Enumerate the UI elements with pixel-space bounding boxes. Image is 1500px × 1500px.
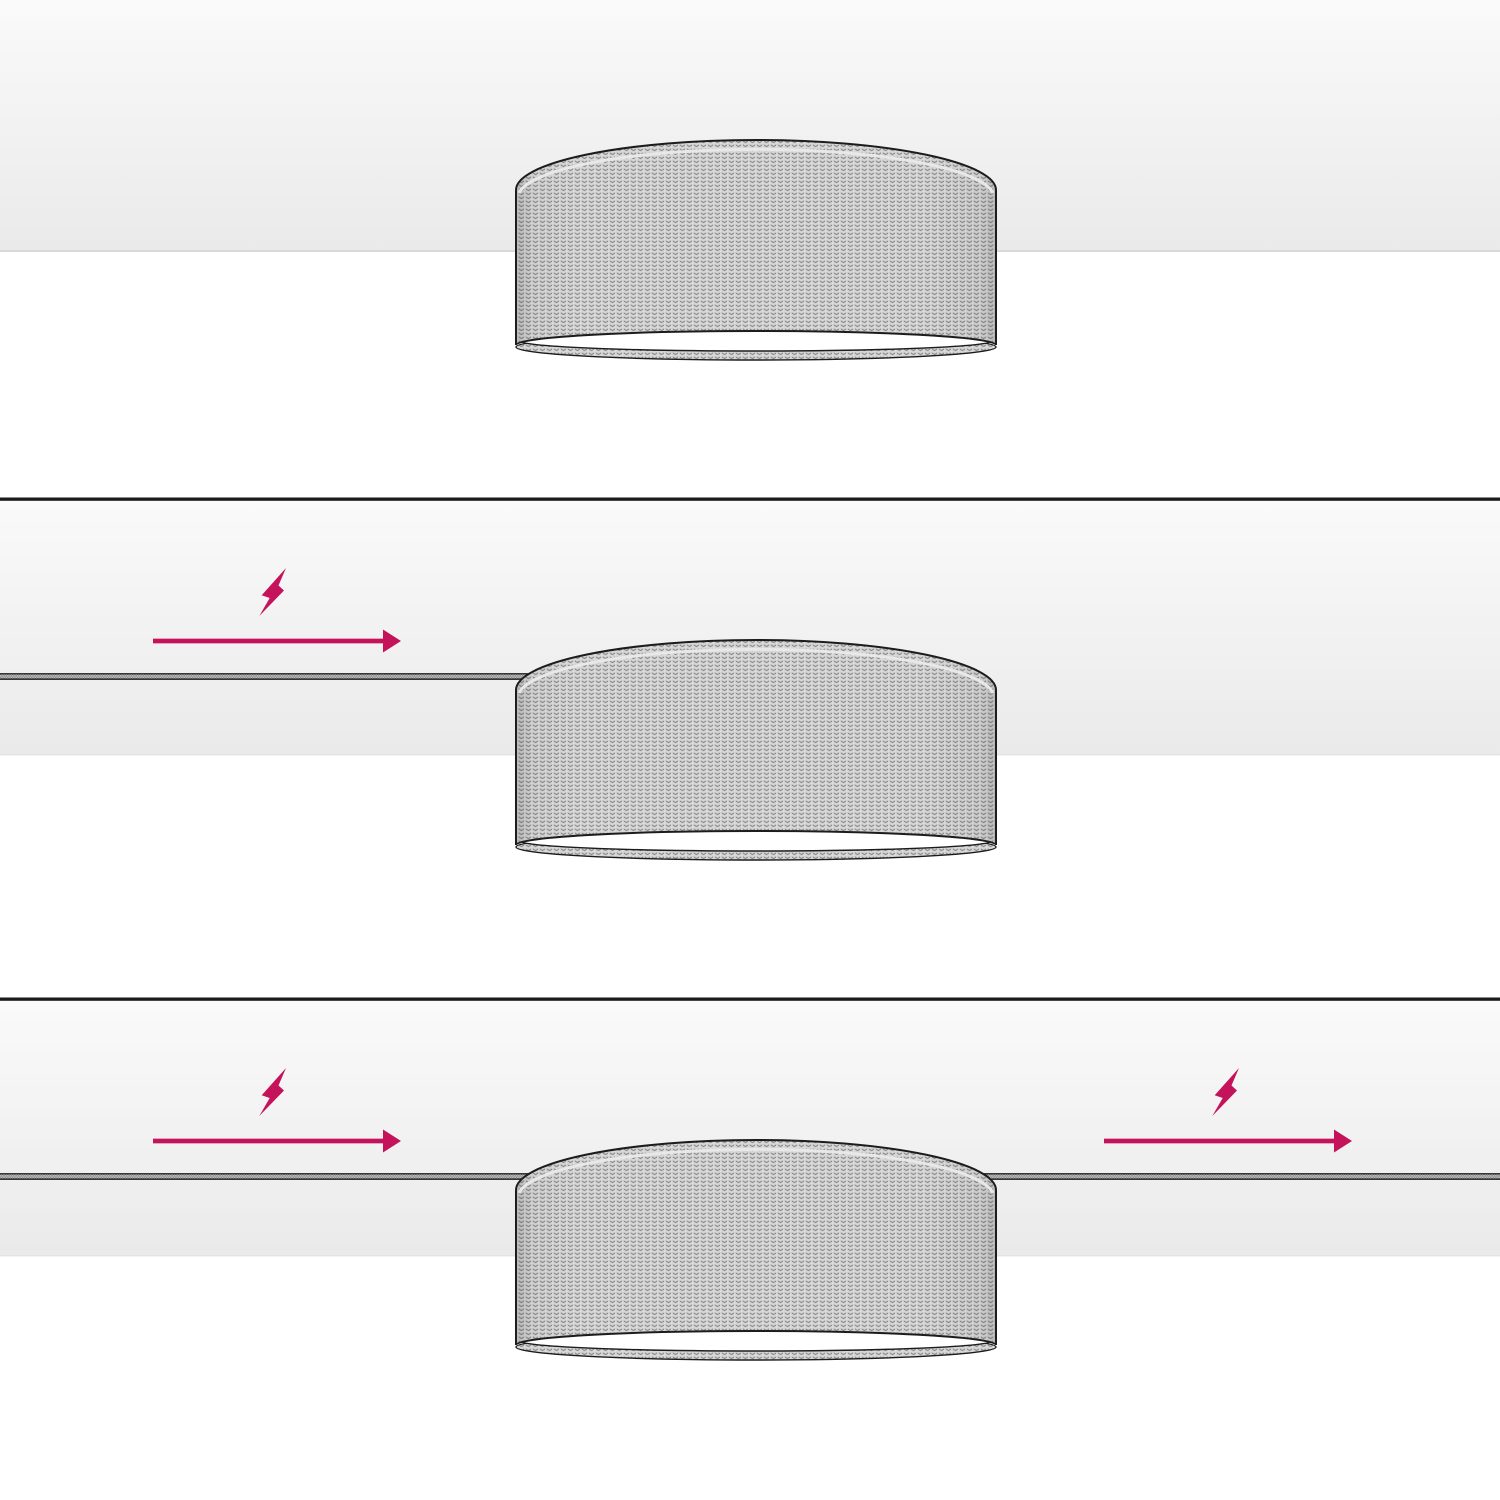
drum-lampshade	[514, 638, 998, 862]
section-divider	[0, 997, 1500, 1001]
section-divider	[0, 497, 1500, 501]
drum-lampshade	[514, 138, 998, 362]
drum-lampshade	[514, 1138, 998, 1362]
panel-cable-feeding-from-left	[0, 497, 1500, 862]
panel-cable-passing-through	[0, 997, 1500, 1362]
panel-lamp-on-ceiling	[0, 0, 1500, 362]
